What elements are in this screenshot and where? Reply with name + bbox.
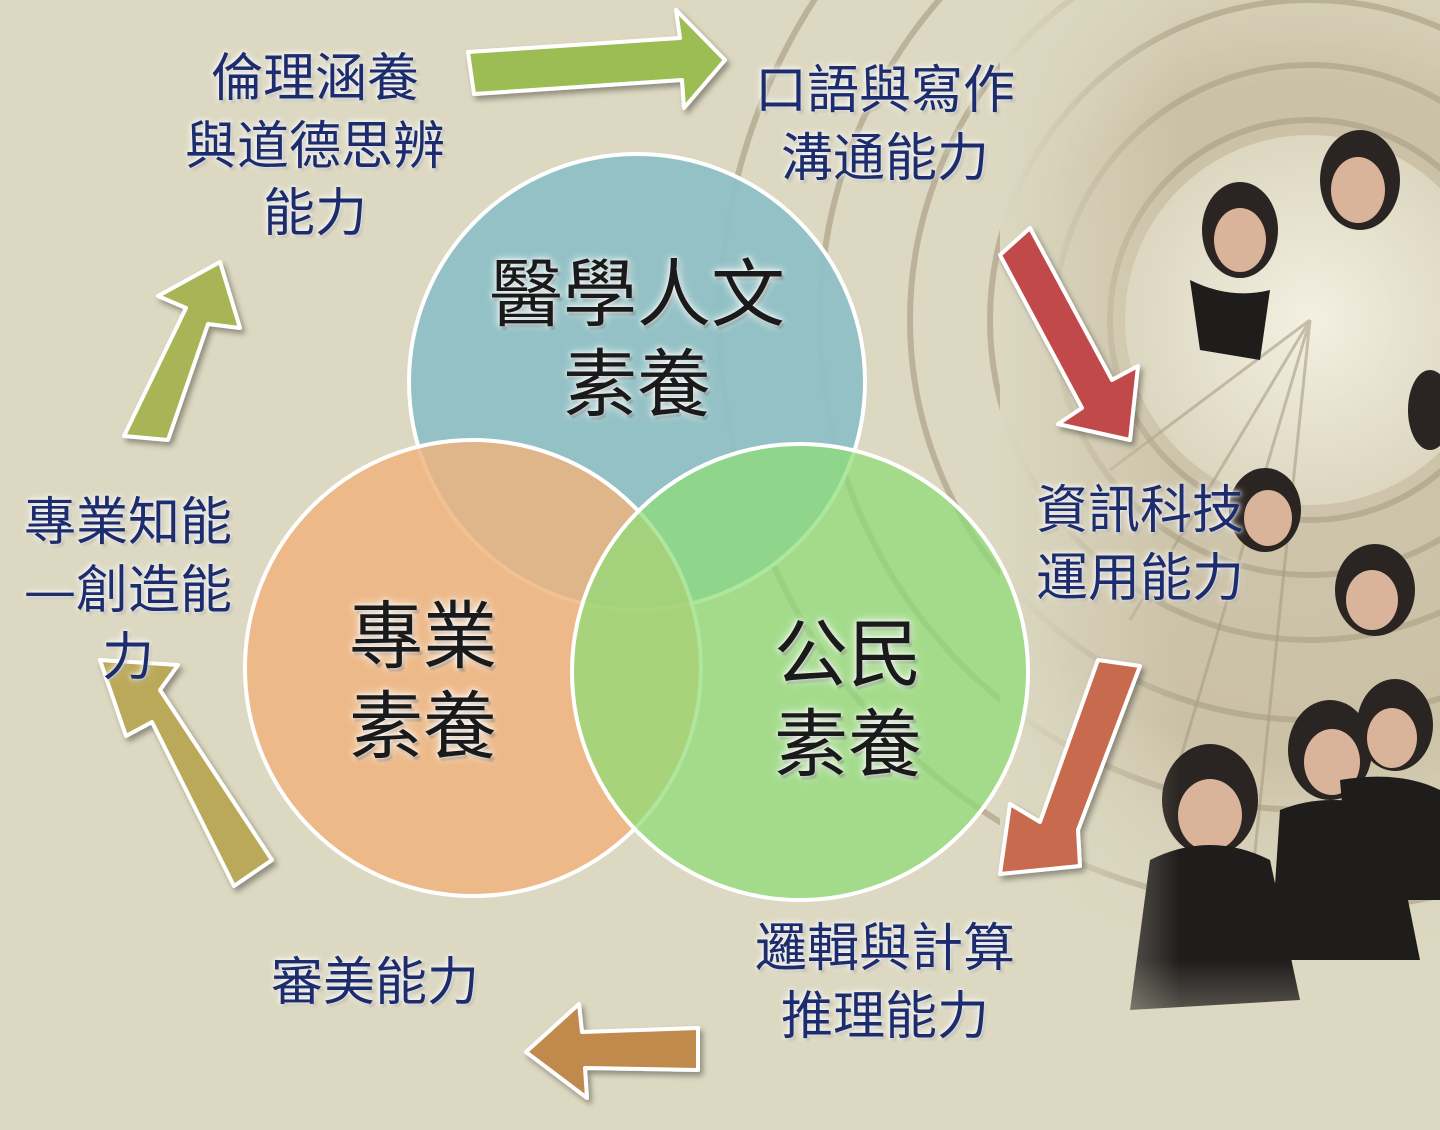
creative-skill: 專業知能 —創造能力 bbox=[23, 493, 232, 689]
civic-circle bbox=[570, 442, 1030, 902]
logic-reasoning-skill: 邏輯與計算 推理能力 bbox=[754, 919, 1015, 1047]
it-application-skill: 資訊科技 運用能力 bbox=[1035, 481, 1244, 609]
humanities-literacy-label: 醫學人文 素養 bbox=[489, 252, 785, 429]
arrow-down-left-icon bbox=[998, 658, 1142, 876]
arrow-up-left-icon bbox=[98, 658, 274, 888]
civic-literacy-label: 公民 素養 bbox=[774, 612, 922, 789]
arrow-right-icon bbox=[466, 8, 727, 110]
professional-literacy-label: 專業 素養 bbox=[349, 594, 497, 771]
arrow-down-right-icon bbox=[998, 226, 1140, 442]
aesthetic-skill: 審美能力 bbox=[270, 953, 479, 1013]
arrow-left-icon bbox=[524, 1002, 700, 1100]
communication-skill: 口語與寫作 溝通能力 bbox=[754, 61, 1015, 189]
arrow-up-icon bbox=[122, 260, 242, 442]
ethics-reasoning-skill: 倫理涵養 與道德思辨 能力 bbox=[184, 49, 445, 245]
